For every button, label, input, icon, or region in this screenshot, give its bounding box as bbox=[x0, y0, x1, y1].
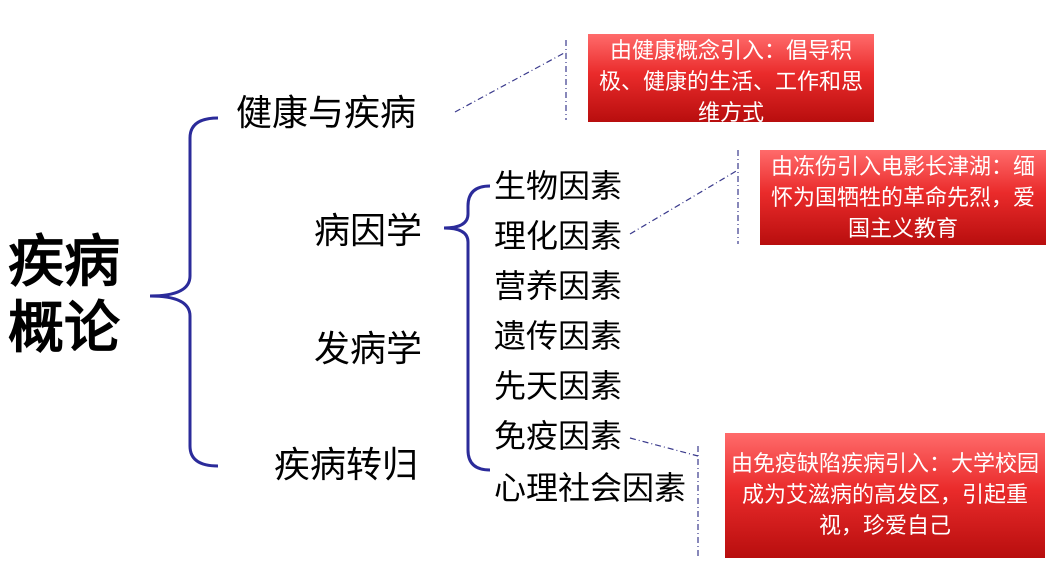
callout-immunodeficiency: 由免疫缺陷疾病引入：大学校园成为艾滋病的高发区，引起重视，珍爱自己 bbox=[725, 433, 1045, 558]
factor-physical-chemical: 理化因素 bbox=[494, 217, 623, 255]
callout-health-concept: 由健康概念引入：倡导积极、健康的生活、工作和思维方式 bbox=[588, 34, 874, 126]
etiology-bracket bbox=[443, 184, 491, 472]
root-topic: 疾病概论 bbox=[8, 230, 120, 361]
branch-health-and-disease: 健康与疾病 bbox=[236, 93, 417, 134]
branch-pathogenesis: 发病学 bbox=[314, 329, 423, 370]
branch-etiology: 病因学 bbox=[314, 211, 423, 252]
factor-psychosocial: 心理社会因素 bbox=[494, 469, 687, 507]
factor-nutritional: 营养因素 bbox=[494, 267, 623, 305]
connector-physchem bbox=[629, 169, 739, 235]
connector-immune bbox=[629, 437, 699, 457]
branch-disease-outcome: 疾病转归 bbox=[274, 445, 419, 486]
factor-genetic: 遗传因素 bbox=[494, 317, 623, 355]
factor-immune: 免疫因素 bbox=[494, 417, 623, 455]
factor-biological: 生物因素 bbox=[494, 167, 623, 205]
factor-congenital: 先天因素 bbox=[494, 367, 623, 405]
connector-health bbox=[454, 51, 567, 113]
main-bracket bbox=[149, 116, 219, 468]
callout-frostbite-movie: 由冻伤引入电影长津湖：缅怀为国牺牲的革命先烈，爱国主义教育 bbox=[760, 150, 1046, 245]
